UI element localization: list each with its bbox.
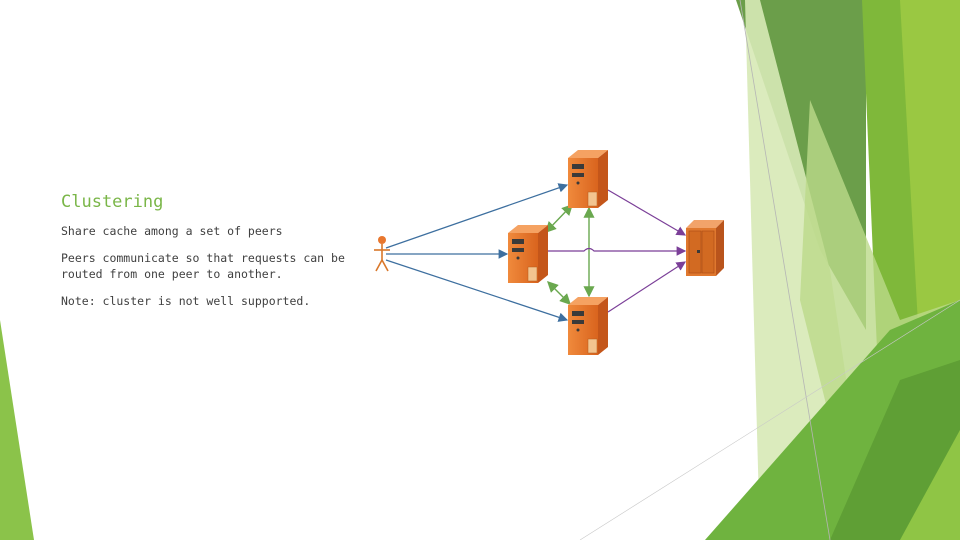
edge-client-peer-bottom — [385, 259, 569, 322]
slide-title: Clustering — [61, 192, 164, 212]
thin-diagonal-line — [739, 0, 831, 540]
bottom-right-bright — [900, 430, 960, 540]
user-icon — [374, 236, 390, 272]
left-green-sliver — [0, 320, 34, 540]
edge-peer-middle-origin — [548, 246, 687, 256]
edge-peer-top-middle — [545, 203, 573, 234]
server-icon-origin — [686, 220, 724, 276]
bullet-peers-communicate: Peers communicate so that requests can b… — [61, 251, 345, 281]
server-icon-peer-middle — [508, 225, 548, 283]
thin-diagonal-line-2 — [579, 299, 960, 540]
server-icon-peer-top — [568, 150, 608, 208]
edge-peer-top-origin — [607, 189, 687, 236]
bullet-note: Note: cluster is not well supported. — [61, 294, 311, 308]
edge-client-peer-top — [385, 183, 569, 249]
edge-peer-bottom-origin — [607, 261, 687, 313]
server-icon-peer-bottom — [568, 297, 608, 355]
edge-peer-middle-bottom — [547, 281, 571, 305]
bullet-share-cache: Share cache among a set of peers — [61, 224, 283, 238]
